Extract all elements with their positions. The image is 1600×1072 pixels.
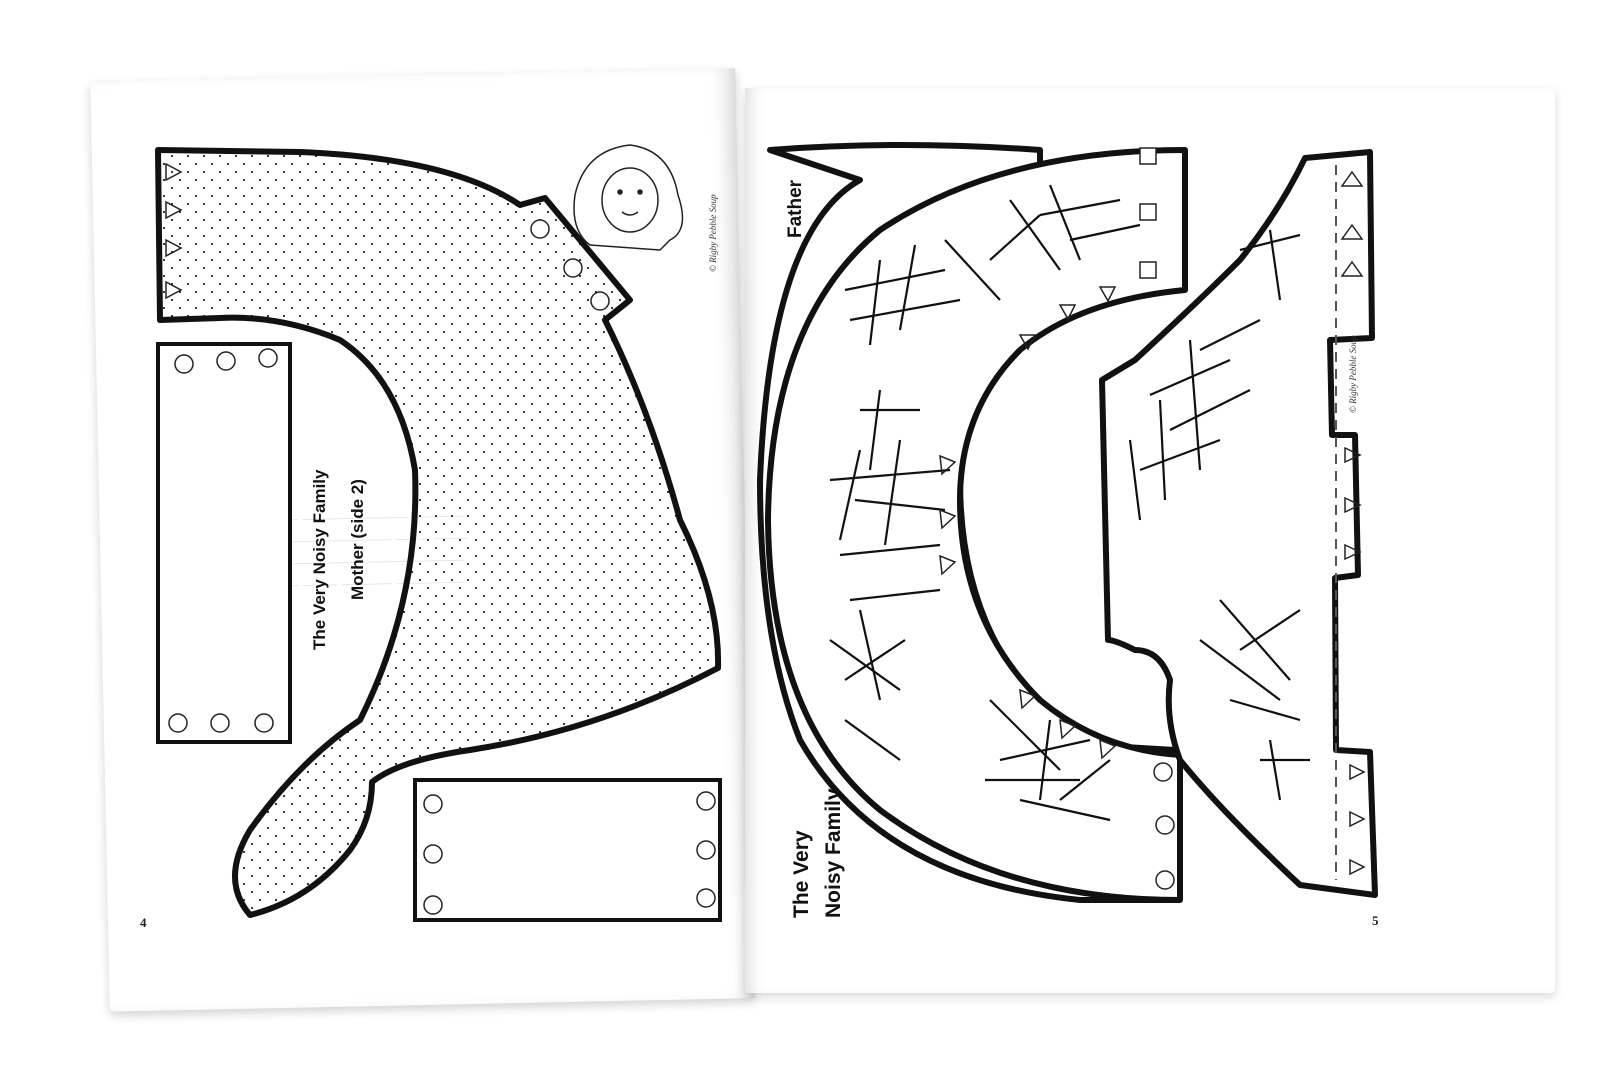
horseshoe-circles bbox=[1153, 762, 1175, 890]
vest-hatching bbox=[1128, 229, 1310, 801]
left-subtitle: Mother (side 2) bbox=[348, 479, 367, 600]
horseshoe-triangles bbox=[939, 286, 1117, 760]
horseshoe-squares bbox=[1139, 147, 1157, 279]
mother-shawl-piece bbox=[155, 147, 722, 918]
tab-triangles-left bbox=[165, 162, 183, 300]
right-title-line2: Noisy Family bbox=[822, 788, 845, 918]
left-page-number: 4 bbox=[140, 915, 147, 930]
father-horseshoe bbox=[765, 147, 1188, 903]
vest-triangles bbox=[1340, 170, 1366, 876]
rect-circles bbox=[168, 348, 278, 733]
father-label: Father bbox=[785, 179, 806, 238]
left-tab-rectangle bbox=[156, 342, 292, 744]
bottom-tab-rectangle bbox=[413, 778, 722, 922]
right-credit: © Rigby Pebble Soup bbox=[1348, 335, 1358, 413]
right-page-number: 5 bbox=[1372, 913, 1379, 928]
left-credit: © Rigby Pebble Soup bbox=[708, 194, 718, 272]
father-vest-piece bbox=[1099, 149, 1378, 898]
horseshoe-hatching bbox=[829, 184, 1141, 822]
left-title: The Very Noisy Family bbox=[310, 469, 329, 650]
bottom-rect-circles bbox=[423, 791, 716, 915]
mother-head-illustration bbox=[573, 144, 684, 251]
right-title-line1: The Very bbox=[790, 830, 813, 918]
tab-circles-shoulder bbox=[530, 219, 610, 311]
